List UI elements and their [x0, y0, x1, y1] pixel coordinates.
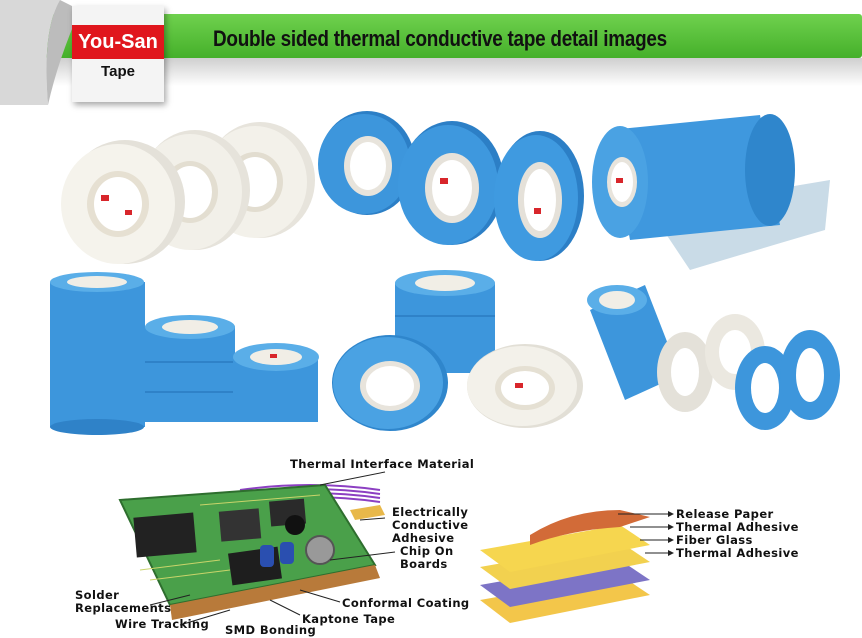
page-title: Double sided thermal conductive tape det…: [213, 26, 667, 51]
label-layer-release-paper: Release Paper: [676, 507, 774, 521]
label-layer-fiber-glass: Fiber Glass: [676, 533, 753, 547]
header-banner: [45, 14, 862, 58]
blue-tape-stack-photo: [50, 272, 319, 435]
pcb-illustration: [118, 483, 385, 620]
label-layer-thermal-adhesive-bottom: Thermal Adhesive: [676, 546, 799, 560]
tape-layer-illustration: [480, 510, 650, 623]
white-tape-rolls-photo: [61, 122, 315, 264]
label-electrically-line3: Adhesive: [392, 531, 455, 545]
page-curl-decoration: [0, 0, 80, 105]
assorted-tape-rolls-photo: [587, 285, 840, 430]
label-electrically-line1: Electrically: [392, 505, 469, 519]
blue-tape-unrolled-photo: [592, 114, 830, 270]
label-conformal-coating: Conformal Coating: [342, 596, 470, 610]
label-thermal-interface-material: Thermal Interface Material: [290, 457, 475, 471]
mixed-tape-stack-photo: [332, 270, 583, 431]
brand-subtitle: Tape: [101, 63, 135, 80]
label-smd-bonding: SMD Bonding: [225, 623, 317, 637]
label-layer-thermal-adhesive-top: Thermal Adhesive: [676, 520, 799, 534]
banner-shadow: [45, 58, 862, 86]
label-solder-line1: Solder: [75, 588, 120, 602]
label-solder-line2: Replacements: [75, 601, 172, 615]
blue-tape-rolls-photo: [318, 111, 584, 261]
label-chip-line2: Boards: [400, 557, 448, 571]
brand-name: You-San: [72, 25, 164, 59]
label-wire-tracking: Wire Tracking: [115, 617, 210, 631]
label-electrically-line2: Conductive: [392, 518, 469, 532]
label-kaptone-tape: Kaptone Tape: [302, 612, 396, 626]
label-chip-line1: Chip On: [400, 544, 454, 558]
